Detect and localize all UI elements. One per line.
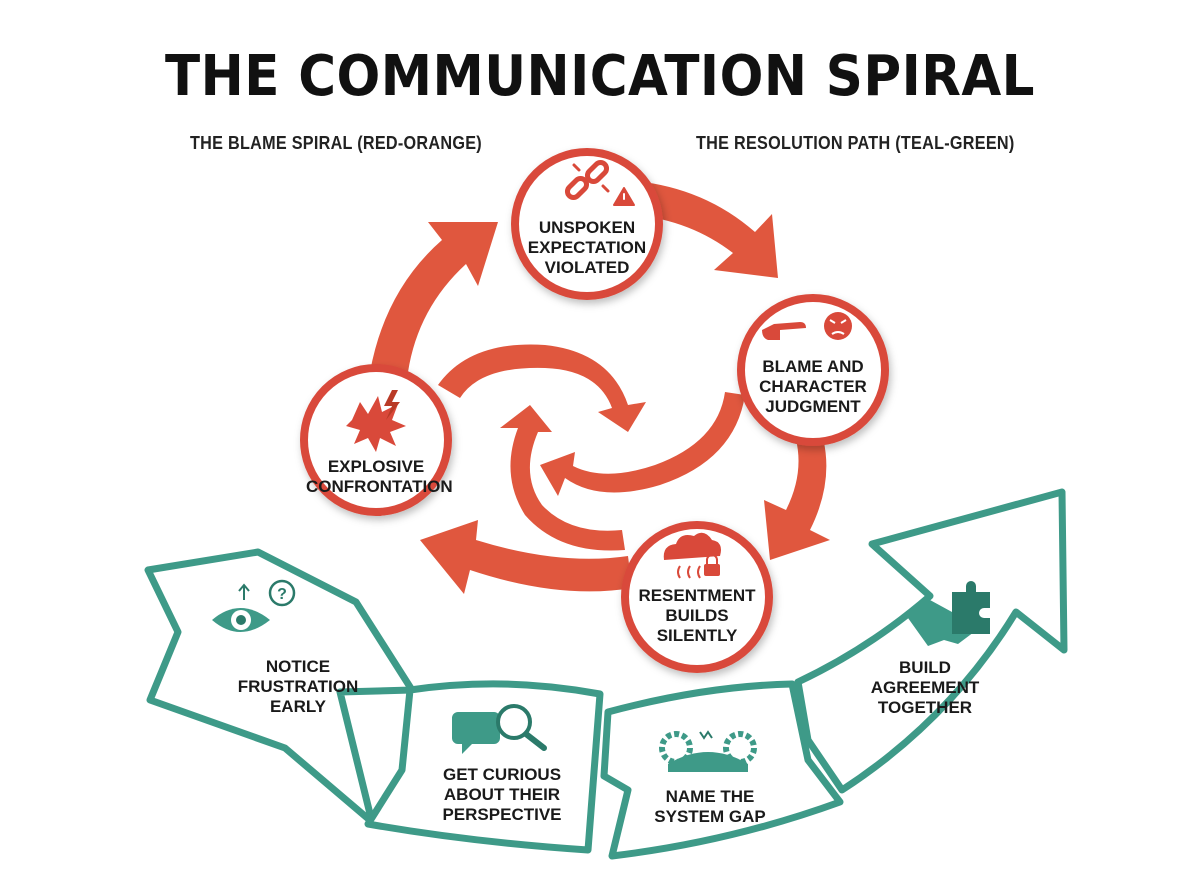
handshake-puzzle-icon [908, 581, 990, 646]
resolution-step-2-label: GET CURIOUS ABOUT THEIR PERSPECTIVE [442, 765, 562, 824]
resolution-step-3-label: NAME THE SYSTEM GAP [654, 787, 766, 826]
svg-text:?: ? [277, 586, 287, 603]
resolution-path-subtitle: THE RESOLUTION PATH (TEAL-GREEN) [696, 133, 1015, 153]
resolution-step-1-label: NOTICE FRUSTRATION EARLY [237, 657, 359, 716]
blame-node-2-label: BLAME AND CHARACTER JUDGMENT [759, 357, 867, 416]
resolution-path [144, 488, 1068, 860]
blame-node-4-label: EXPLOSIVE CONFRONTATION [306, 457, 453, 496]
resolution-step-2-shape [364, 680, 604, 854]
gears-bridge-icon [659, 730, 757, 772]
resolution-step-4-label: BUILD AGREEMENT TOGETHER [870, 658, 980, 717]
page-title: THE COMMUNICATION SPIRAL [165, 44, 1035, 109]
blame-node-3-label: RESENTMENT BUILDS SILENTLY [638, 586, 756, 645]
pointing-finger-angry-face-icon [762, 312, 852, 340]
blame-node-1-label: UNSPOKEN EXPECTATION VIOLATED [527, 218, 647, 277]
explosion-lightning-icon [346, 390, 406, 452]
broken-chain-warning-icon [564, 159, 635, 206]
speech-magnifier-icon [452, 704, 547, 754]
blame-node-3 [621, 521, 773, 673]
blame-spiral-subtitle: THE BLAME SPIRAL (RED-ORANGE) [190, 133, 482, 153]
eye-question-icon: ? [212, 579, 296, 632]
storm-cloud-lock-icon [663, 532, 721, 579]
